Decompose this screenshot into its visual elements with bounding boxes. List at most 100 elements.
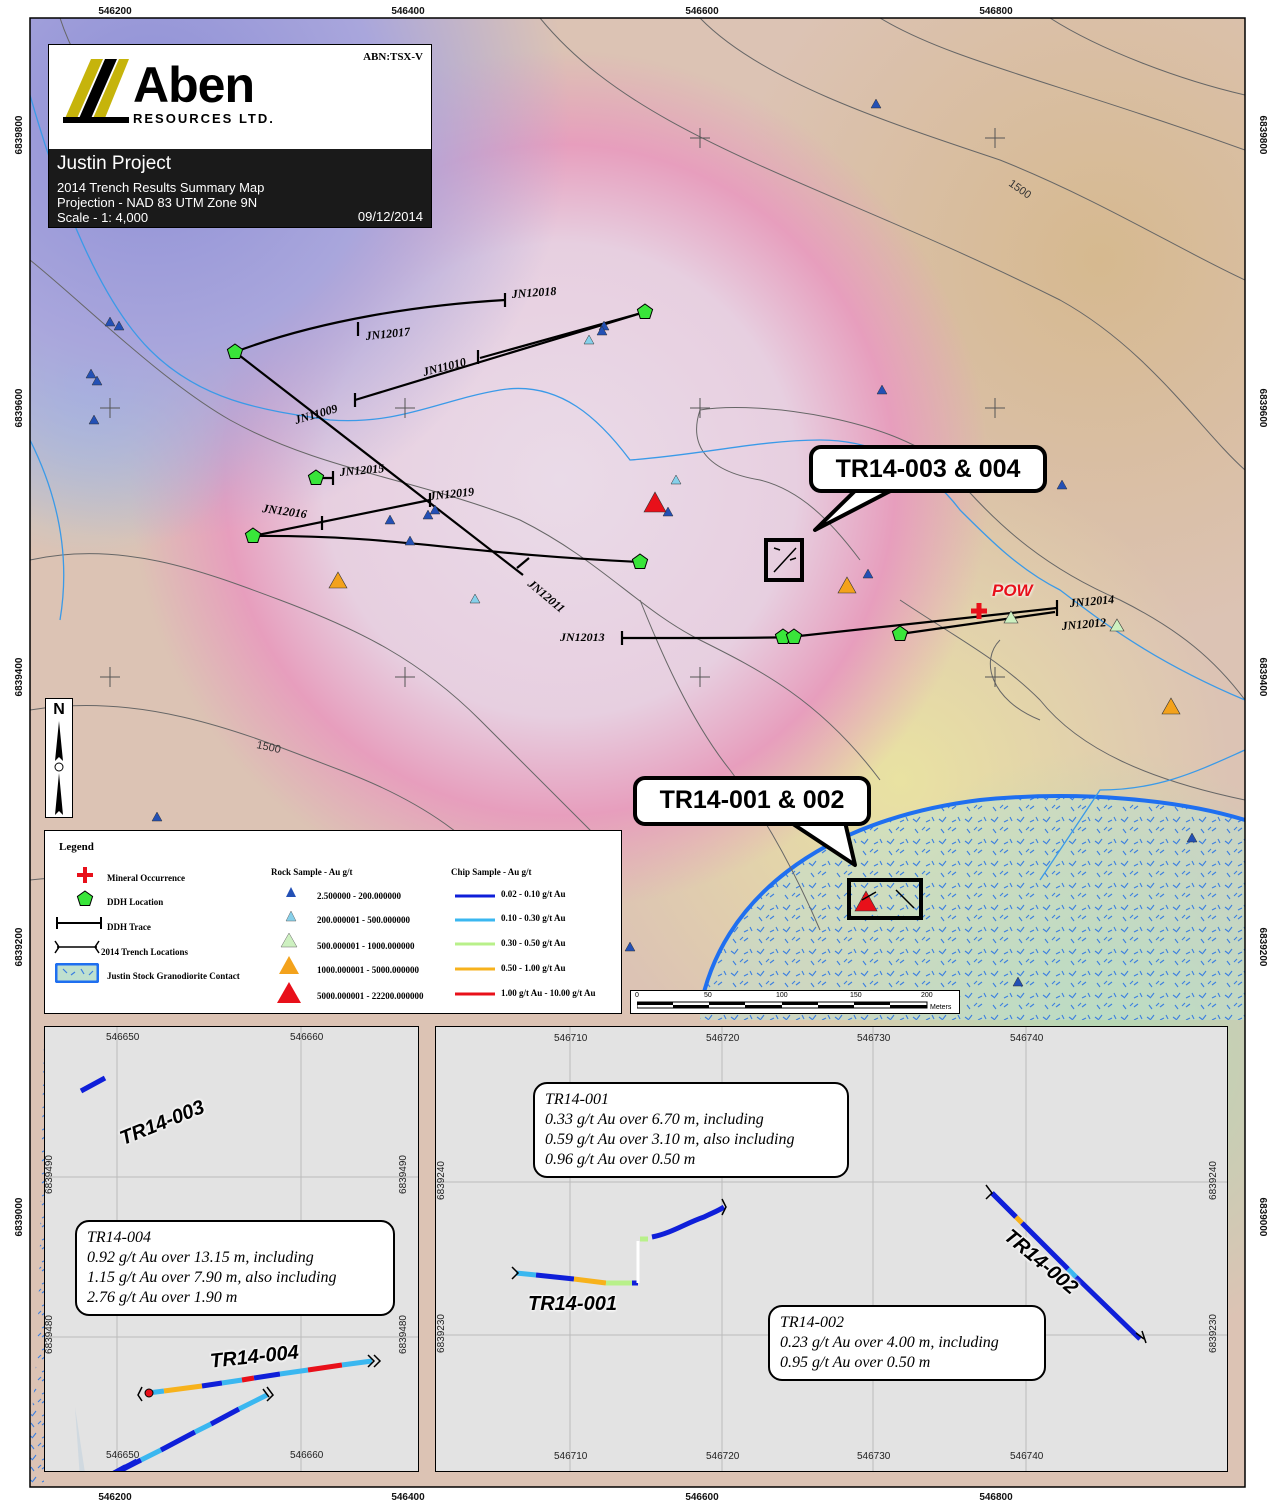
- scale-label: 0: [635, 992, 639, 999]
- trench-label-tr001: TR14-001: [528, 1293, 617, 1315]
- result-line: 0.59 g/t Au over 3.10 m, also including: [545, 1131, 795, 1148]
- chip-sample-swatch: [455, 918, 495, 922]
- ddh-trace-jn12014: [789, 606, 1058, 639]
- ddh-trace-jn11010: [479, 310, 646, 360]
- legend-title: Legend: [59, 841, 94, 853]
- chip-sample-class: 0.02 - 0.10 g/t Au: [501, 889, 566, 899]
- trench-box-tr001-002[interactable]: [847, 878, 923, 920]
- ddh-label: JN12012: [1060, 615, 1107, 633]
- rock-sample-mid: [583, 334, 595, 345]
- ddh-trace-tick: [516, 557, 530, 569]
- rock-sample-low: [91, 375, 103, 386]
- rock-sample-very-high: [328, 571, 348, 589]
- rock-sample-mid: [469, 593, 481, 604]
- rock-sample-class: 1000.000001 - 5000.000000: [317, 965, 419, 975]
- scale-label: 150: [850, 992, 862, 999]
- inset-easting-tick: 546650: [106, 1450, 140, 1461]
- coordinate-ticks: 546200 546400 546600 546800 546200 54640…: [14, 6, 1268, 1503]
- trench-location-icon: [54, 940, 100, 954]
- north-arrow-icon: [54, 721, 64, 815]
- stock-contact-line: [698, 794, 1245, 1011]
- inset-northing-tick: 6839490: [397, 1155, 409, 1194]
- result-line: 0.33 g/t Au over 6.70 m, including: [545, 1111, 764, 1128]
- northing-tick-left: 6839600: [14, 388, 25, 427]
- rock-sample-low: [88, 414, 100, 425]
- rock-sample-low: [624, 941, 636, 952]
- trench-end-marker: [262, 1386, 274, 1402]
- trench-end-marker: [137, 1354, 382, 1402]
- rock-sample-icon: [286, 887, 296, 897]
- trench-end-marker: [985, 1184, 1147, 1344]
- result-line: TR14-004: [87, 1229, 151, 1246]
- rock-sample-class: 5000.000001 - 22200.000000: [317, 991, 424, 1001]
- callout-tr001-002[interactable]: TR14-001 & 002: [633, 776, 871, 826]
- easting-tick-top: 546800: [979, 6, 1013, 17]
- scale-bar: 0 50 100 150 200 Meters: [630, 990, 960, 1014]
- chip-sample-swatch: [455, 942, 495, 946]
- exchange-symbol: ABN:TSX-V: [363, 51, 423, 63]
- rock-sample-bonanza: [643, 491, 667, 513]
- northing-tick-right: 6839800: [1257, 116, 1268, 155]
- ddh-locations: [226, 303, 909, 644]
- rock-sample-class: 500.000001 - 1000.000000: [317, 941, 415, 951]
- trench-marks: [773, 547, 797, 573]
- granodiorite-icon: [55, 963, 99, 983]
- rock-sample-low: [596, 325, 608, 336]
- northing-tick-right: 6839600: [1257, 389, 1268, 428]
- ddh-location-marker: [785, 628, 803, 644]
- easting-tick-top: 546400: [391, 6, 425, 17]
- easting-tick-bottom: 546400: [391, 1492, 425, 1503]
- easting-tick-bottom: 546600: [685, 1492, 719, 1503]
- logo-panel: Aben RESOURCES LTD. ABN:TSX-V: [49, 45, 431, 149]
- easting-tick-bottom: 546200: [98, 1492, 132, 1503]
- inset-easting-tick: 546660: [290, 1450, 324, 1461]
- rock-sample-icon: [280, 932, 298, 948]
- inset-northing-tick: 6839230: [435, 1314, 447, 1353]
- result-line: TR14-002: [780, 1314, 844, 1331]
- inset-left-trench-shapes: [79, 1075, 107, 1094]
- rock-sample-low: [876, 384, 888, 395]
- ddh-label: JN12019: [428, 484, 475, 503]
- rock-sample-low: [429, 504, 441, 515]
- ddh-trace-jn12013: [621, 635, 791, 640]
- result-line: TR14-001: [545, 1091, 609, 1108]
- inset-northing-tick: 6839480: [43, 1315, 55, 1354]
- easting-tick-top: 546200: [98, 6, 132, 17]
- rock-sample-very-high: [837, 576, 857, 594]
- callout-tr003-004[interactable]: TR14-003 & 004: [809, 445, 1047, 493]
- ddh-location-marker: [226, 343, 244, 359]
- ddh-trace-jn11009: [354, 310, 646, 402]
- ddh-trace-jn12018: [234, 298, 506, 354]
- map-frame: [29, 17, 1246, 1488]
- northing-tick-left: 6839800: [14, 115, 25, 154]
- rock-sample-icon: [277, 982, 301, 1003]
- rock-sample-title: Rock Sample - Au g/t: [271, 867, 353, 877]
- ddh-label: JN12018: [510, 284, 557, 301]
- rock-sample-low: [151, 811, 163, 822]
- tr004-trench: [137, 1354, 382, 1402]
- trench-box-tr003-004[interactable]: [764, 538, 804, 582]
- inset-northing-tick: 6839240: [435, 1161, 447, 1200]
- chip-sample-swatch: [455, 894, 495, 898]
- contour-label: 1500: [255, 739, 281, 756]
- ddh-label: JN12016: [261, 501, 308, 521]
- northing-tick-right: 6839400: [1257, 658, 1268, 697]
- chip-sample-class: 1.00 g/t Au - 10.00 g/t Au: [501, 988, 596, 998]
- easting-tick-top: 546600: [685, 6, 719, 17]
- mineral-occurrence-icon: [77, 867, 93, 883]
- map-projection: Projection - NAD 83 UTM Zone 9N: [57, 195, 258, 210]
- inset-northing-tick: 6839240: [1207, 1161, 1219, 1200]
- company-logo-icon: [63, 59, 129, 123]
- chip-sample-swatch: [455, 967, 495, 971]
- north-letter: N: [53, 701, 65, 718]
- ddh-location-marker: [891, 625, 909, 641]
- inset-northing-tick: 6839490: [43, 1155, 55, 1194]
- inset-easting-tick: 546720: [706, 1033, 740, 1044]
- northing-tick-right: 6839200: [1257, 928, 1268, 967]
- trench-end-marker: [511, 1198, 727, 1280]
- inset-northing-tick: 6839480: [397, 1315, 409, 1354]
- mineral-occurrence-marker: [971, 603, 987, 619]
- map-subtitle: 2014 Trench Results Summary Map: [57, 180, 265, 195]
- rock-sample-low: [1012, 976, 1024, 987]
- scale-label: 100: [776, 992, 788, 999]
